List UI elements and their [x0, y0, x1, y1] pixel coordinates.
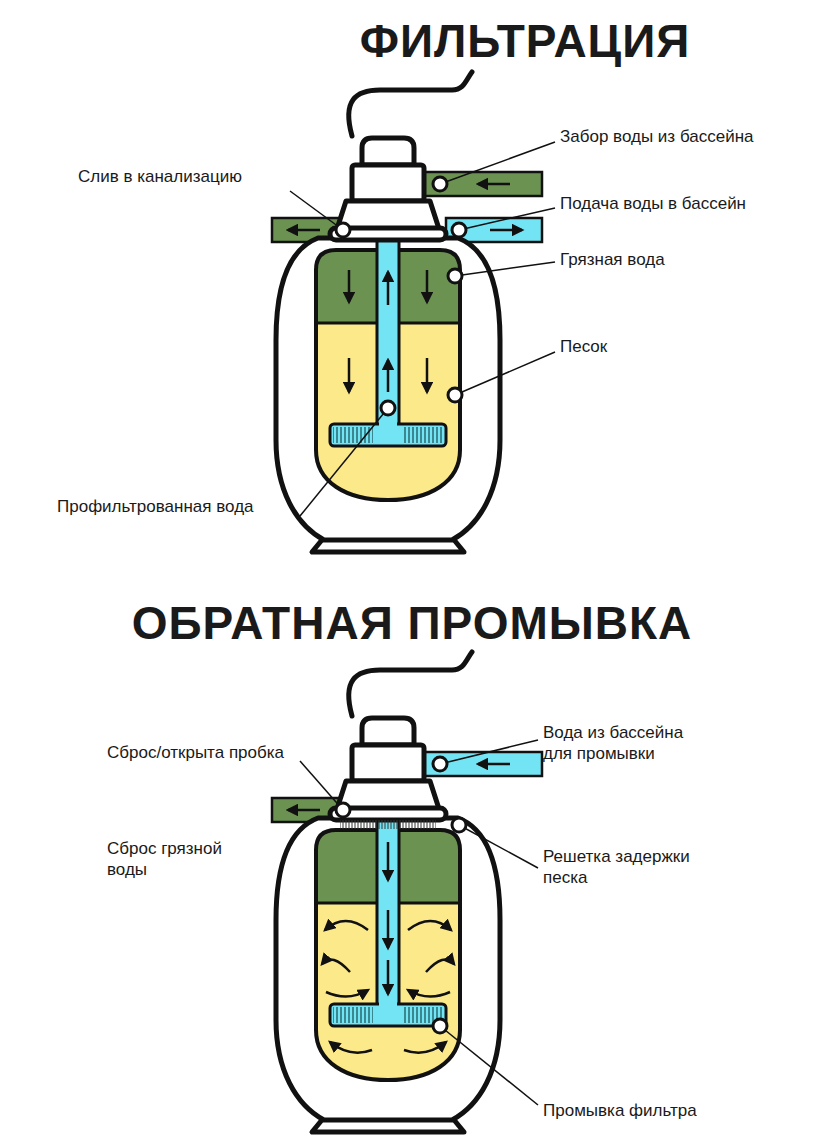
- callout-label: Подача воды в бассейн: [560, 193, 746, 214]
- filtration-tank: [272, 72, 555, 552]
- flow-arrows: [288, 184, 522, 392]
- leader-lines: [290, 142, 555, 516]
- backwash-tank: [272, 652, 542, 1132]
- callout-label: Сброс/открыта пробка: [107, 742, 284, 763]
- section-title: ФИЛЬТРАЦИЯ: [360, 14, 691, 68]
- callout-label: Забор воды из бассейна: [560, 126, 753, 147]
- callout-label: Профильтрованная вода: [57, 496, 254, 517]
- callout-label: Вода из бассейна для промывки: [543, 722, 708, 764]
- flow-arrows: [288, 764, 510, 1053]
- callout-dots: [336, 757, 466, 1033]
- callout-label: Слив в канализацию: [78, 166, 242, 187]
- callout-label: Промывка фильтра: [543, 1100, 697, 1121]
- callout-label: Решетка задержки песка: [543, 846, 718, 888]
- leader-lines: [300, 740, 538, 1105]
- intake-pipe: [424, 752, 542, 776]
- sand-grate: [340, 820, 436, 829]
- section-title: ОБРАТНАЯ ПРОМЫВКА: [132, 596, 693, 650]
- callout-label: Грязная вода: [560, 249, 665, 270]
- callout-dots: [336, 177, 466, 415]
- callout-label: Сброс грязной воды: [107, 838, 247, 880]
- intake-pipe: [424, 172, 542, 196]
- callout-label: Песок: [560, 336, 607, 357]
